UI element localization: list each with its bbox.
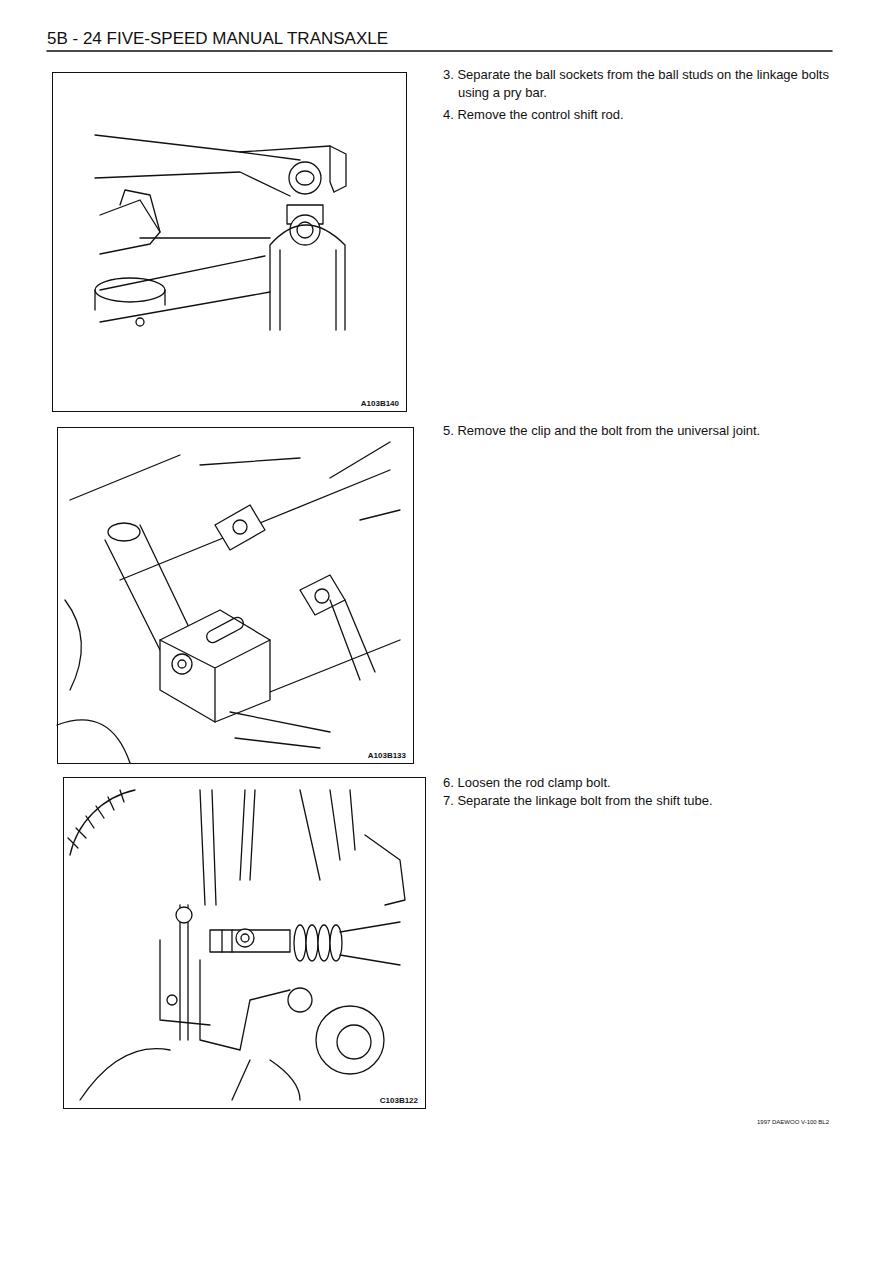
header-rule <box>47 50 832 52</box>
universal-joint-drawing <box>57 442 400 763</box>
procedure-step: 5. Remove the clip and the bolt from the… <box>443 422 848 440</box>
procedure-step: 3. Separate the ball sockets from the ba… <box>443 66 838 102</box>
page-header: 5B - 24 FIVE-SPEED MANUAL TRANSAXLE <box>47 29 388 49</box>
footer-note: 1997 DAEWOO V-100 BL2 <box>757 1119 829 1125</box>
ball-socket-drawing <box>95 135 346 330</box>
procedure-step: 6. Loosen the rod clamp bolt. <box>443 774 838 792</box>
figure-number: A103B133 <box>367 751 407 760</box>
figure-frame: C103B122 <box>63 777 426 1109</box>
figure-number: C103B122 <box>379 1096 419 1105</box>
figure-number: A103B140 <box>360 399 400 408</box>
figure-frame: A103B140 <box>52 72 407 412</box>
rod-clamp-drawing <box>68 790 405 1100</box>
procedure-step: 7. Separate the linkage bolt from the sh… <box>443 792 838 810</box>
figure-frame: A103B133 <box>57 427 414 764</box>
procedure-step: 4. Remove the control shift rod. <box>443 106 838 124</box>
